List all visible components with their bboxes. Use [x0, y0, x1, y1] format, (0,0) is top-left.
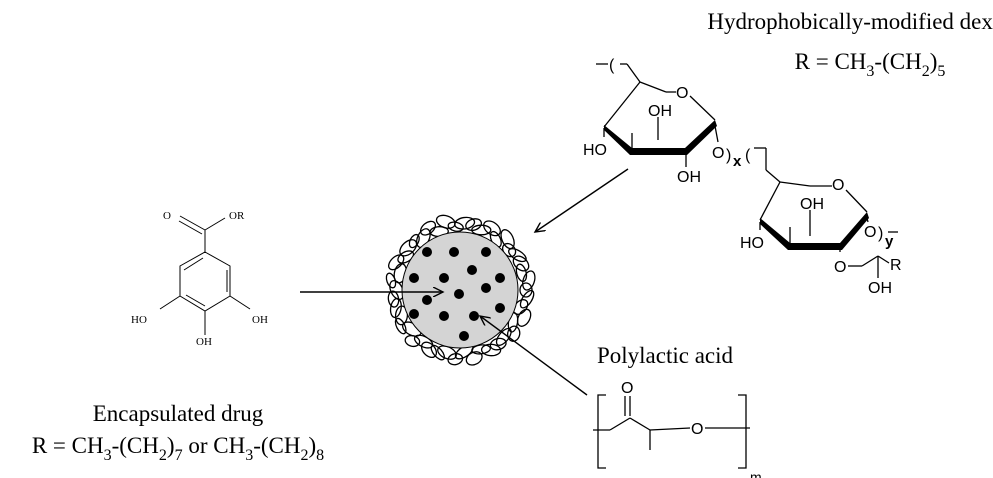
dextran-ring-wedge — [604, 120, 717, 155]
dextran-oh: OH — [800, 196, 824, 213]
dextran-oh: OH — [677, 169, 701, 186]
nanoparticle — [385, 214, 536, 366]
shell-loop — [489, 337, 507, 351]
drug-atom-oh: OH — [252, 314, 268, 326]
shell-loop — [419, 220, 437, 236]
dextran-paren: ( — [609, 57, 615, 74]
shell-loop — [519, 289, 535, 309]
shell-loop — [465, 218, 483, 232]
dextran-ring-bond — [779, 181, 811, 187]
dextran-ring-o: O — [832, 177, 844, 194]
drug-dot — [409, 273, 419, 283]
dextran-ho: HO — [740, 235, 764, 252]
dextran-linker-o: O — [712, 145, 724, 162]
drug-atom-ho: HO — [131, 314, 147, 326]
shell-loop — [447, 353, 464, 366]
drug-dot — [439, 311, 449, 321]
dextran-x: x — [733, 153, 742, 170]
drug-oh-bond — [159, 295, 181, 310]
drug-dot — [409, 309, 419, 319]
dextran-paren: ) — [878, 225, 883, 242]
dextran-end-o: O — [864, 224, 876, 241]
drug-ring-double-bond — [185, 294, 206, 307]
dextran-oh: OH — [648, 103, 672, 120]
drug-title: Encapsulated drug — [93, 401, 264, 426]
pla-structure: O O m — [593, 380, 762, 478]
pla-bracket-right — [738, 394, 747, 469]
dextran-ho: HO — [583, 142, 607, 159]
shell-loop — [408, 233, 420, 249]
drug-atom-oh: OH — [196, 336, 212, 348]
dextran-side-oh: OH — [868, 280, 892, 297]
shell-loop — [480, 343, 502, 357]
drug-dot — [495, 273, 505, 283]
arrow-pla-to-core — [480, 316, 588, 396]
drug-ester-bond — [204, 217, 226, 231]
shell-loop — [397, 250, 415, 264]
dextran-ring-wedge — [760, 212, 869, 250]
drug-dot — [469, 311, 479, 321]
drug-ring-double-bond — [183, 257, 204, 271]
drug-atom-o: O — [163, 210, 171, 222]
drug-dot — [495, 303, 505, 313]
dextran-title: Hydrophobically-modified dextran — [707, 9, 993, 34]
drug-dot — [467, 265, 477, 275]
shell-loop — [394, 305, 409, 326]
drug-structure: O OR HO OH OH — [131, 210, 268, 348]
shell-loop — [447, 221, 464, 232]
drug-oh-bond — [229, 295, 251, 310]
shell-loop — [515, 263, 528, 283]
dextran-ring-bond — [639, 81, 667, 93]
drug-dot — [449, 247, 459, 257]
shell-loop — [471, 224, 492, 236]
drug-r-formula: R = CH3-(CH2)7 or CH3-(CH2)8 — [32, 433, 324, 464]
polymer-shell — [385, 214, 536, 366]
dextran-structure: ( O OH HO OH O ) x ( O OH HO — [583, 57, 902, 297]
polylactic-acid-title: Polylactic acid — [597, 343, 734, 368]
shell-loop — [420, 341, 438, 359]
shell-loop — [465, 351, 483, 366]
pla-bracket-left — [597, 394, 606, 469]
dextran-paren: ) — [726, 147, 731, 164]
drug-dot — [454, 289, 464, 299]
pla-chain-o: O — [691, 421, 703, 438]
shell-loop — [495, 327, 512, 346]
shell-loop — [387, 290, 400, 308]
dextran-r-formula: R = CH3-(CH2)5 — [795, 49, 946, 80]
drug-benzene-ring — [179, 251, 231, 312]
dextran-side-o: O — [834, 259, 846, 276]
drug-carbonyl-bond — [179, 215, 206, 231]
shell-loop — [416, 228, 431, 249]
shell-loop — [454, 216, 476, 230]
shell-loop — [506, 325, 521, 342]
dextran-y: y — [885, 233, 894, 250]
drug-dot — [422, 295, 432, 305]
shell-loop — [483, 220, 501, 237]
shell-loop — [516, 308, 532, 327]
drug-dot — [422, 247, 432, 257]
shell-loop — [399, 239, 418, 257]
drug-carbonyl-bond — [178, 220, 203, 235]
drug-dot — [459, 331, 469, 341]
drug-dot — [481, 283, 491, 293]
drug-atom-or: OR — [229, 210, 245, 222]
pla-m: m — [750, 469, 762, 478]
dextran-ring-o: O — [676, 85, 688, 102]
drug-dots — [409, 247, 505, 341]
dextran-paren: ( — [745, 147, 751, 164]
dextran-side-r: R — [890, 257, 902, 274]
drug-dot — [439, 273, 449, 283]
arrow-dextran-to-shell — [535, 168, 629, 232]
pla-carbonyl-o: O — [621, 380, 633, 397]
shell-loop — [522, 270, 536, 291]
drug-dot — [481, 247, 491, 257]
shell-loop — [394, 317, 407, 335]
